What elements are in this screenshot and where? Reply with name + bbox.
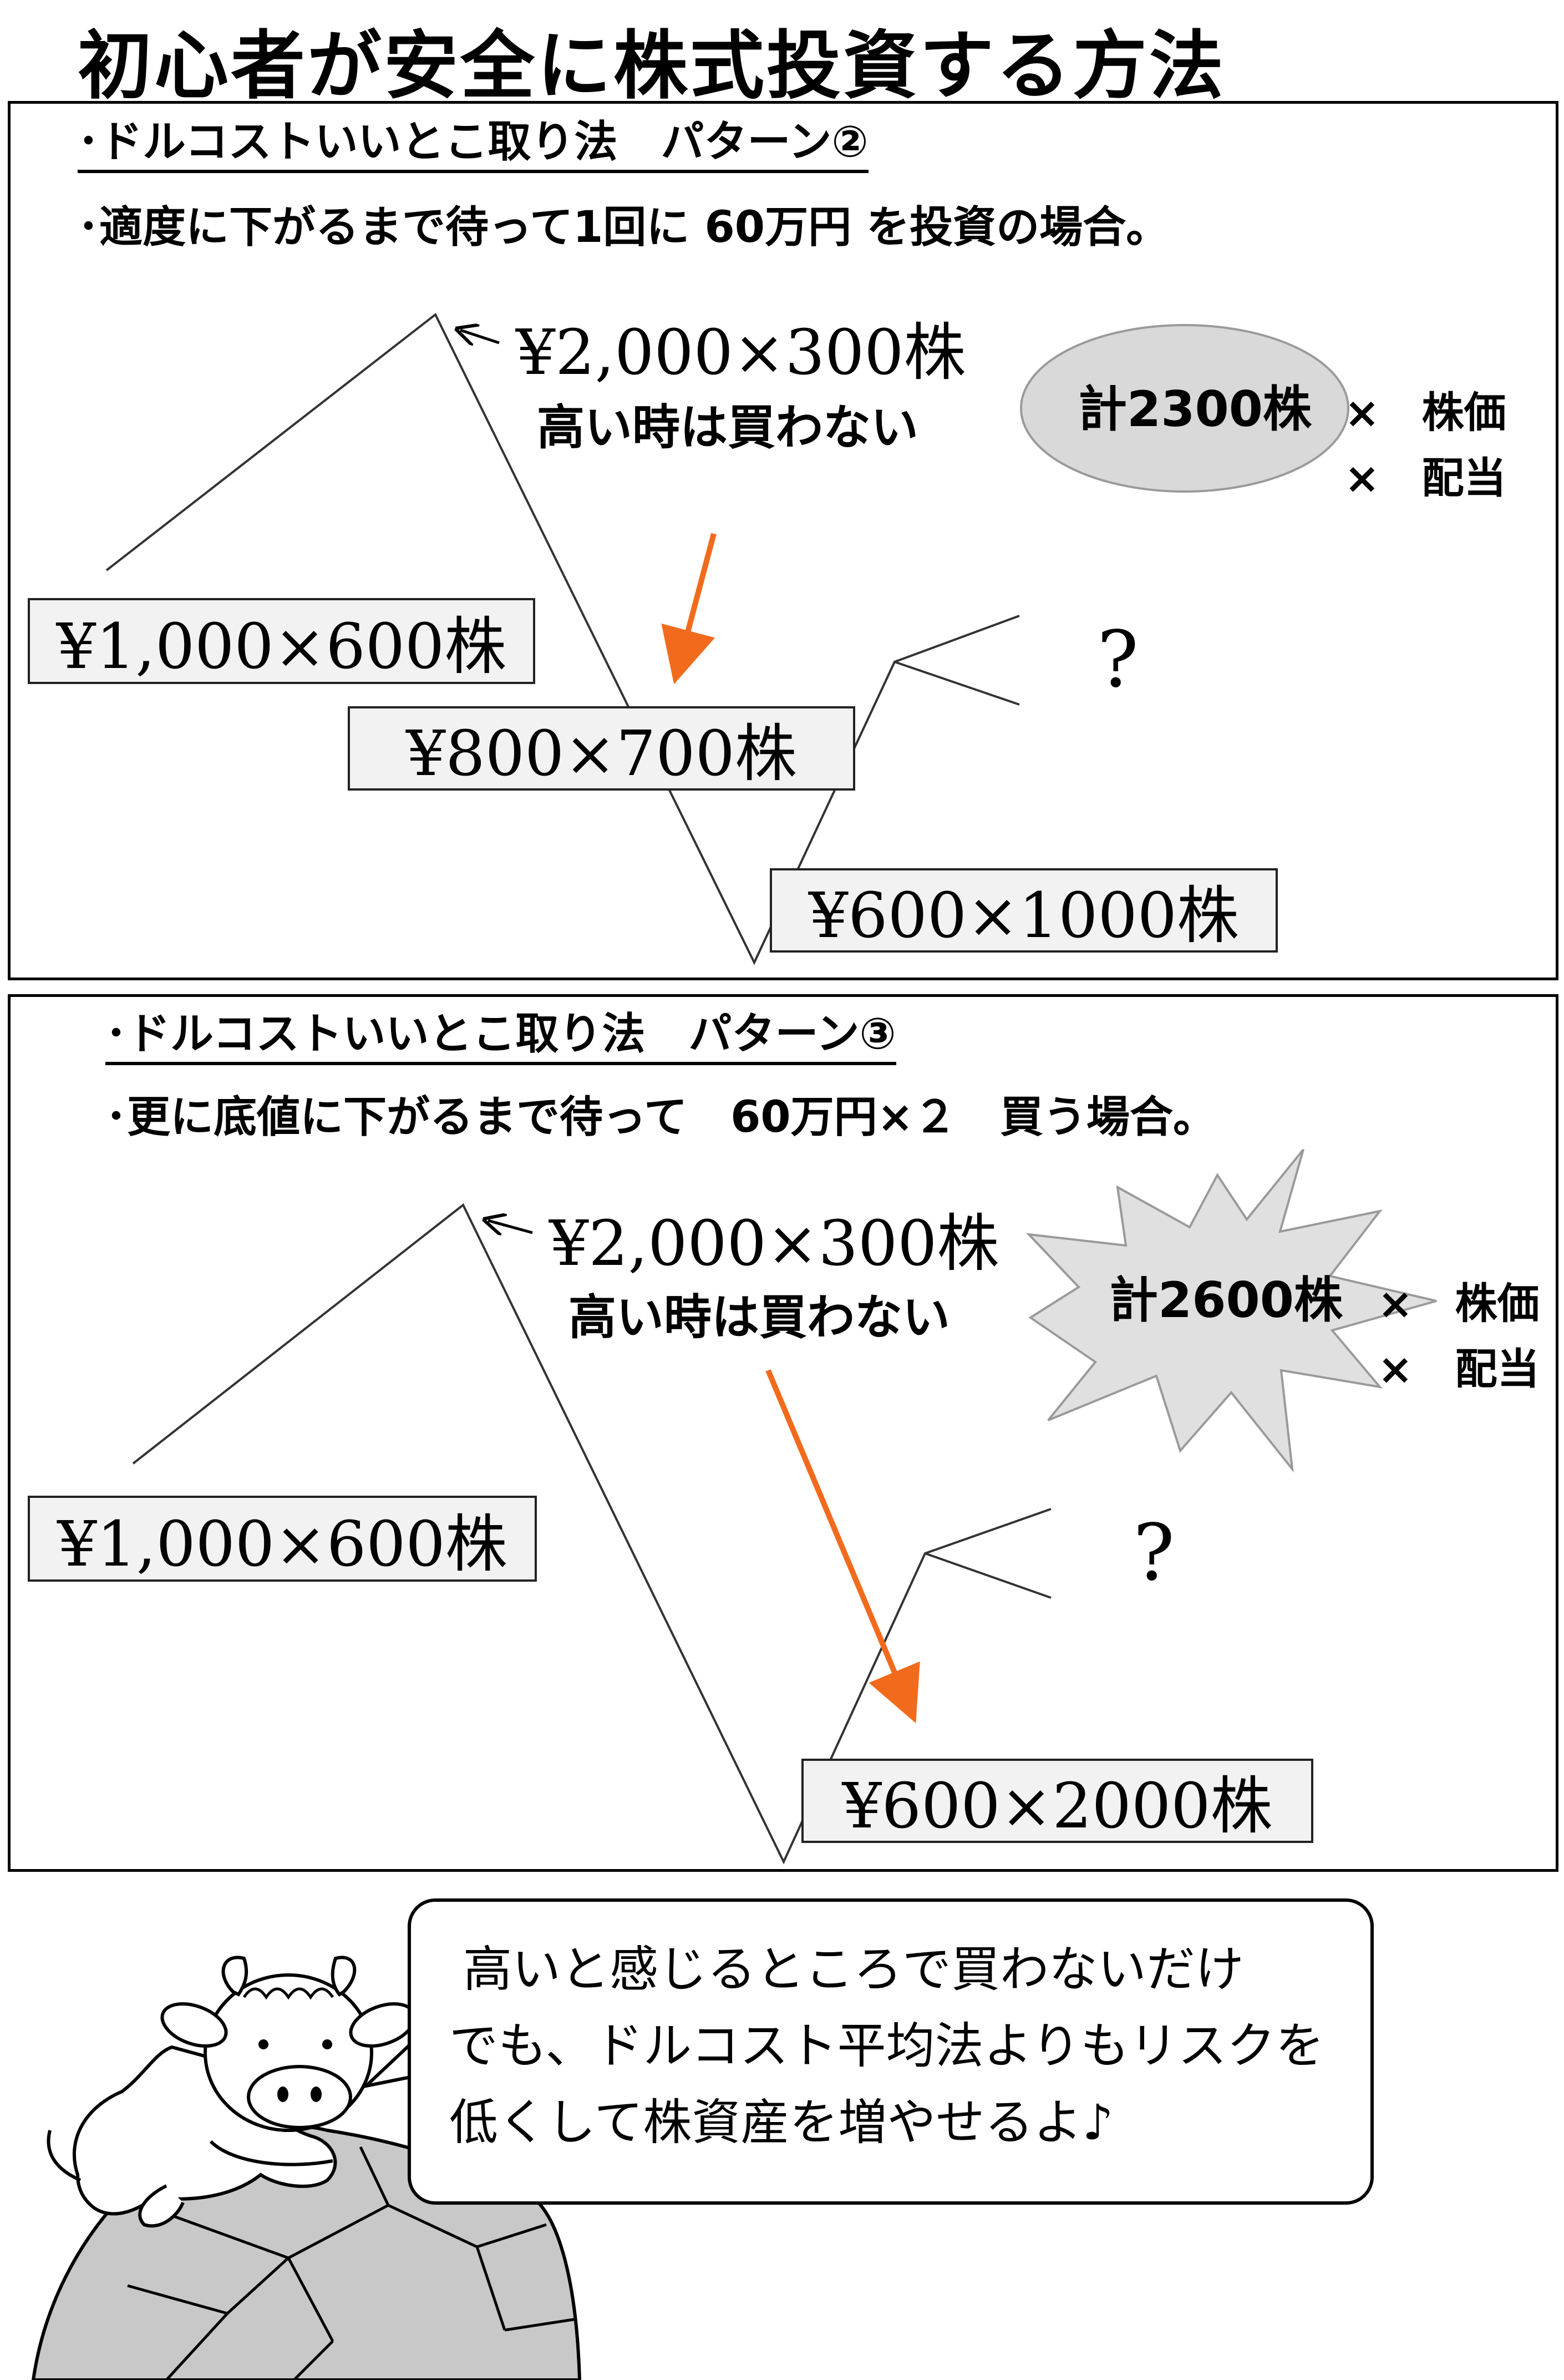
pattern-2-subheading: ･適度に下がるまで待って1回に 60万円 を投資の場合。 [78, 202, 1170, 252]
pattern-3-peak-pointer [488, 1221, 533, 1233]
speech-bubble [408, 1898, 1374, 2205]
speech-line-2: でも、ドルコスト平均法よりもリスクを [449, 2017, 1324, 2074]
pattern-2-panel [8, 101, 1558, 980]
pattern-3-branch-line [925, 1552, 1052, 1599]
pattern-3-heading: ･ドルコストいいとこ取り法 パターン③ [105, 1009, 896, 1065]
pattern-3-price-chart [132, 1148, 1437, 1865]
pattern-2-total-ellipse [1020, 324, 1349, 493]
pattern-3-total-starburst [1025, 1148, 1437, 1473]
pattern-2-question-mark: ? [1097, 615, 1139, 705]
cow-eye-right [322, 2039, 332, 2049]
pattern-3-price-line [132, 1203, 1052, 1865]
pattern-2-times-dividend: × 配当 [1344, 453, 1506, 503]
pattern-3-high-note: 高い時は買わない [568, 1290, 950, 1345]
pattern-3-times-dividend: × 配当 [1378, 1344, 1540, 1394]
pattern-3-high-price-label: ¥2,000×300株 [549, 1208, 999, 1280]
cow-muzzle [247, 2065, 352, 2129]
cow-eye-left [258, 2039, 268, 2049]
pattern-2-label-600: ¥600×1000株 [770, 868, 1278, 953]
pattern-2-high-note: 高い時は買わない [537, 400, 918, 455]
pattern-2-heading: ･ドルコストいいとこ取り法 パターン② [78, 117, 869, 173]
speech-line-1: 高いと感じるところで買わないだけ [463, 1941, 1245, 1998]
pattern-2-times-price: × 株価 [1344, 388, 1506, 437]
pattern-3-label-1000: ¥1,000×600株 [28, 1496, 537, 1582]
pattern-2-price-line [105, 312, 1020, 965]
pattern-2-high-price-label: ¥2,000×300株 [516, 317, 966, 389]
pattern-3-total: 計2600株 [1109, 1272, 1343, 1329]
pattern-2-total: 計2300株 [1078, 381, 1312, 438]
speech-line-3: 低くして株資産を増やせるよ♪ [449, 2094, 1114, 2151]
pattern-2-label-800: ¥800×700株 [348, 706, 855, 791]
pattern-3-times-price: × 株価 [1378, 1279, 1540, 1328]
pattern-3-panel [8, 994, 1558, 1872]
pattern-2-peak-pointer [460, 330, 500, 343]
page-title: 初心者が安全に株式投資する方法 [78, 23, 1226, 109]
cow-body [72, 2045, 337, 2216]
pattern-3-question-mark: ? [1133, 1508, 1175, 1598]
pattern-3-label-600: ¥600×2000株 [801, 1759, 1313, 1843]
pattern-2-branch-line [894, 661, 1020, 706]
pattern-3-subheading: ･更に底値に下がるまで待って 60万円×２ 買う場合。 [105, 1092, 1217, 1142]
pattern-2-label-1000: ¥1,000×600株 [28, 598, 535, 684]
pattern-2-orange-arrow [661, 533, 717, 685]
pattern-2-price-chart [105, 312, 1349, 965]
pattern-3-orange-arrow [765, 1369, 920, 1724]
